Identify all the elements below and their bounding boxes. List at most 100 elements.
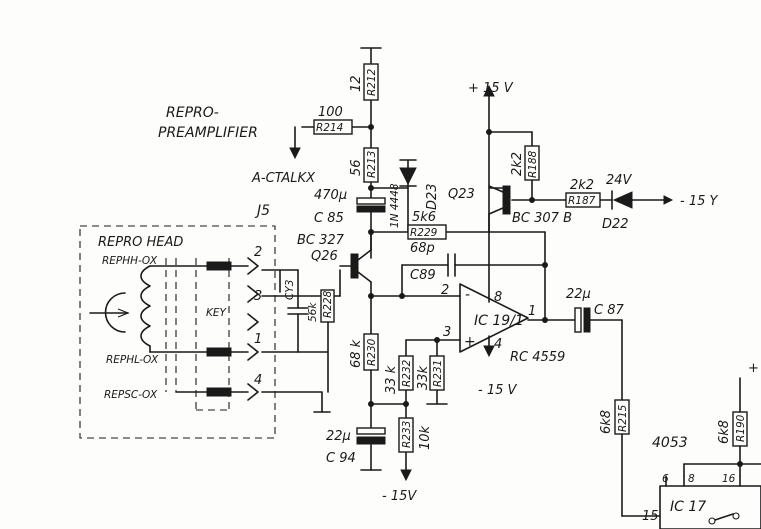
c94-value: 22μ [326, 429, 351, 444]
supply-plus15: + 15 V [468, 81, 514, 96]
d23-ref: D23 [425, 183, 440, 210]
connector-j5-contacts [230, 257, 259, 401]
r231-value: 33k [416, 365, 431, 390]
r215-value: 6k8 [599, 410, 614, 434]
pin-label-1: 1 [254, 332, 262, 347]
junction [399, 293, 405, 299]
d22-ref: D22 [602, 217, 629, 232]
r214-ref: R214 [316, 122, 343, 134]
feedback-c89-wiring [370, 231, 546, 321]
connector-j5-label: J5 [254, 203, 270, 219]
r233-ref: R233 [401, 421, 413, 448]
cy3-ref: CY3 [284, 280, 296, 300]
resistor-r215 [614, 399, 630, 435]
capacitor-c87 [574, 307, 661, 517]
repsc-label: REPSC-OX [104, 389, 158, 401]
r230-value: 68 k [349, 339, 364, 368]
junction [368, 401, 374, 407]
ic19-pin-plus: 3 [443, 325, 451, 340]
capacitor-c85-plate [356, 197, 386, 205]
r232-value: 33 k [384, 365, 399, 394]
r229-value: 5k6 [412, 210, 436, 225]
r230-ref: R230 [366, 338, 378, 366]
repro-head-box [79, 225, 276, 439]
resistor-r229 [407, 224, 447, 240]
key-label: KEY [206, 307, 228, 319]
pin-block-4 [206, 387, 232, 397]
ic17-pin6: 6 [662, 473, 669, 485]
r213-value: 56 [349, 159, 364, 176]
arrow-minus15 [400, 469, 412, 482]
c89-ref: C89 [410, 268, 436, 283]
ic17-pin8: 8 [688, 473, 695, 485]
resistor-r232 [398, 355, 414, 391]
r228-value: 56k [307, 302, 319, 322]
resistor-r228 [320, 289, 335, 323]
pin-block-2 [206, 261, 232, 271]
ic19-plus-sign: + [464, 334, 476, 350]
ic19-pin-vn: 4 [494, 337, 502, 352]
r187-ref: R187 [568, 195, 596, 207]
resistor-r212 [363, 63, 379, 101]
capacitor-c94-plate-neg [356, 436, 386, 445]
q23-type: BC 307 B [512, 211, 572, 226]
capacitor-c85-plate-neg [356, 205, 386, 213]
r232-ref: R232 [401, 359, 413, 387]
resistor-r214 [313, 119, 353, 135]
repro-head-label: REPRO HEAD [98, 235, 183, 250]
d23-type: 1N 4448 [389, 183, 401, 228]
c94-ref: C 94 [326, 451, 356, 466]
supply-minus15-opamp: - 15 V [478, 383, 517, 398]
ic17-type: 4053 [652, 435, 688, 451]
diode-d23 [399, 167, 417, 187]
bias-wiring [360, 339, 461, 471]
q23-ref: Q23 [448, 187, 475, 202]
junction [737, 461, 743, 467]
title-line2: PREAMPLIFIER [158, 125, 258, 141]
r228-ref: R228 [322, 290, 334, 318]
title-line1: REPRO- [166, 105, 219, 121]
junction [403, 401, 409, 407]
positive-rail-wiring [483, 84, 674, 297]
resistor-r231 [429, 355, 445, 391]
resistor-r233 [398, 417, 414, 453]
tape-head [89, 258, 230, 411]
junction [542, 262, 548, 268]
c87-value: 22μ [566, 287, 591, 302]
junction [368, 293, 374, 299]
rephh-label: REPHH-OX [102, 255, 158, 267]
ic19-type: RC 4559 [510, 350, 565, 365]
r213-ref: R213 [366, 151, 378, 178]
r215-ref: R215 [617, 404, 629, 432]
supply-minus15-right: - 15 Y [680, 194, 718, 209]
ic17-ref: IC 17 [670, 499, 706, 515]
c89-value: 68p [410, 241, 435, 256]
junction [368, 124, 374, 130]
ic19-ref: IC 19/1 [474, 313, 524, 329]
r188-ref: R188 [527, 150, 539, 178]
r233-value: 10k [418, 425, 433, 450]
transistor-q23 [488, 185, 511, 233]
pin-label-4: 4 [254, 373, 262, 388]
ic19-minus-sign: - [465, 287, 470, 303]
ic19-pin-vp: 8 [494, 290, 502, 305]
c85-value: 470μ [314, 188, 347, 203]
ic19-pin-minus: 2 [441, 283, 449, 298]
transistor-q26 [339, 231, 372, 335]
r188-value: 2k2 [510, 152, 525, 176]
junction [486, 129, 492, 135]
r229-ref: R229 [410, 227, 438, 239]
ic19-pin-out: 1 [528, 304, 536, 319]
r231-ref: R231 [432, 360, 444, 387]
resistor-r187 [565, 192, 601, 208]
supply-minus15-bottom: - 15V [382, 489, 417, 504]
r190-ref: R190 [735, 414, 747, 442]
r190-value: 6k8 [717, 420, 732, 444]
c87-ref: C 87 [594, 303, 624, 318]
capacitor-cy3 [279, 269, 309, 353]
d22-value: 24V [606, 173, 633, 188]
resistor-r188 [524, 145, 540, 181]
q26-type: BC 327 [297, 233, 345, 248]
r212-value: 12 [349, 75, 364, 92]
